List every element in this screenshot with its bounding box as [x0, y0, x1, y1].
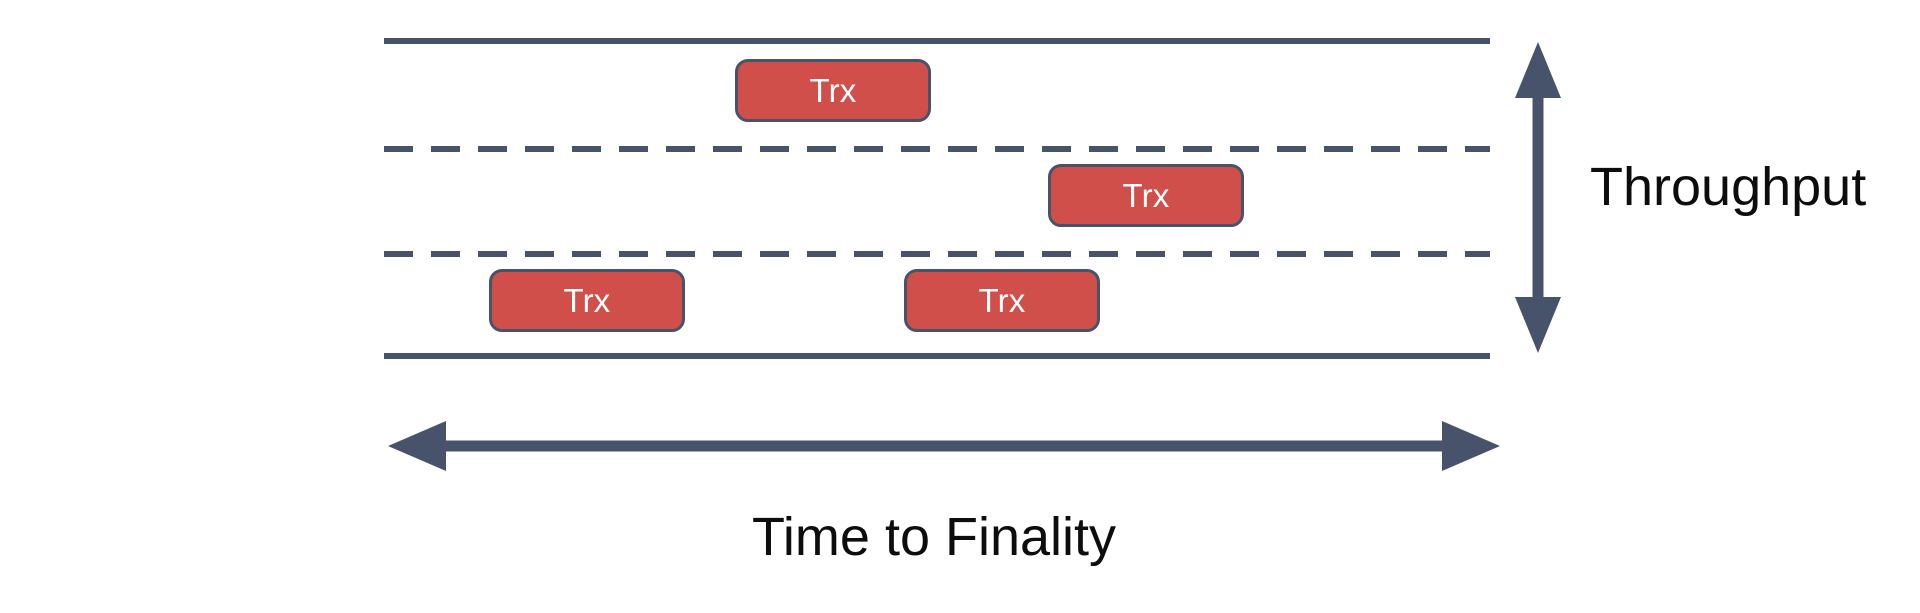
lane-rule-divider-1 — [384, 146, 1490, 152]
transaction-block[interactable]: Trx — [904, 269, 1100, 332]
throughput-axis-label: Throughput — [1590, 157, 1867, 217]
lane-rule-divider-2 — [384, 251, 1490, 257]
transaction-block[interactable]: Trx — [735, 59, 931, 122]
finality-axis-label-text: Time to Finality — [751, 507, 1117, 567]
finality-axis-arrow-icon — [388, 421, 1500, 471]
transaction-block[interactable]: Trx — [1048, 164, 1244, 227]
lane-rule-top-boundary — [384, 38, 1490, 44]
transaction-block[interactable]: Trx — [489, 269, 685, 332]
throughput-axis-arrow-icon — [1515, 42, 1561, 353]
finality-axis-label: Time to Finality — [0, 510, 1880, 564]
lane-rule-bottom-boundary — [384, 353, 1490, 359]
